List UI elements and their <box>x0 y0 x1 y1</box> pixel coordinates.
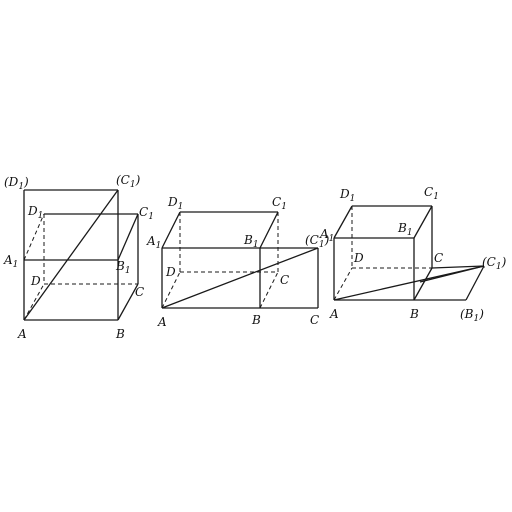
label-d1: D1 <box>339 187 355 204</box>
label-d1: D1 <box>27 204 43 221</box>
edge-b1-c1 <box>117 213 139 261</box>
figure-1 <box>23 189 139 321</box>
hidden-a1-d1 <box>23 213 45 261</box>
label-b: B <box>251 313 261 327</box>
hidden-b-c <box>259 271 279 309</box>
label-d: D <box>30 274 41 288</box>
label-c1-paren: (C1) <box>482 255 507 272</box>
label-c: C <box>310 313 319 327</box>
label-c1: C1 <box>424 185 439 202</box>
label-d: D <box>165 265 176 279</box>
diagonal-a-c1 <box>333 265 485 301</box>
label-b1-paren: (B1) <box>460 307 484 324</box>
label-c1: C1 <box>139 205 154 222</box>
label-b: B <box>409 307 419 321</box>
edge-a1-d1 <box>161 211 181 249</box>
diagonal-a-c1 <box>161 247 319 309</box>
figure-2 <box>161 211 319 309</box>
edge-b1-c1 <box>259 211 279 249</box>
label-a: A <box>329 307 339 321</box>
label-a: A <box>157 315 167 329</box>
edge-b1-c1-unfolded <box>465 265 485 301</box>
label-b1: B1 <box>397 221 413 238</box>
label-d1: D1 <box>167 195 183 212</box>
figure-2-labels: D1 C1 A1 B1 (C1) D C A B C <box>146 195 330 329</box>
edge-b1-c1 <box>413 205 433 239</box>
label-c: C <box>135 285 144 299</box>
label-c: C <box>434 251 443 265</box>
label-d: D <box>353 251 364 265</box>
edge-c-c1-unfolded <box>431 265 485 269</box>
edge-b-c <box>413 267 433 301</box>
edge-a1-d1 <box>333 205 353 239</box>
figure-3 <box>333 205 485 301</box>
label-c1: C1 <box>272 195 287 212</box>
hidden-a-d <box>333 267 353 301</box>
label-c1-paren: (C1) <box>116 173 141 190</box>
label-a1: A1 <box>146 234 161 251</box>
hidden-a-d <box>23 283 45 321</box>
edge-b-c <box>117 283 139 321</box>
label-b: B <box>115 327 125 341</box>
label-a1: A1 <box>3 253 18 270</box>
label-b1: B1 <box>115 259 131 276</box>
label-a: A <box>17 327 27 341</box>
diagonal-a-c1 <box>23 189 119 321</box>
figure-1-labels: (D1) (C1) D1 C1 A1 B1 D C A B <box>3 173 154 341</box>
label-c-inner: C <box>280 273 289 287</box>
